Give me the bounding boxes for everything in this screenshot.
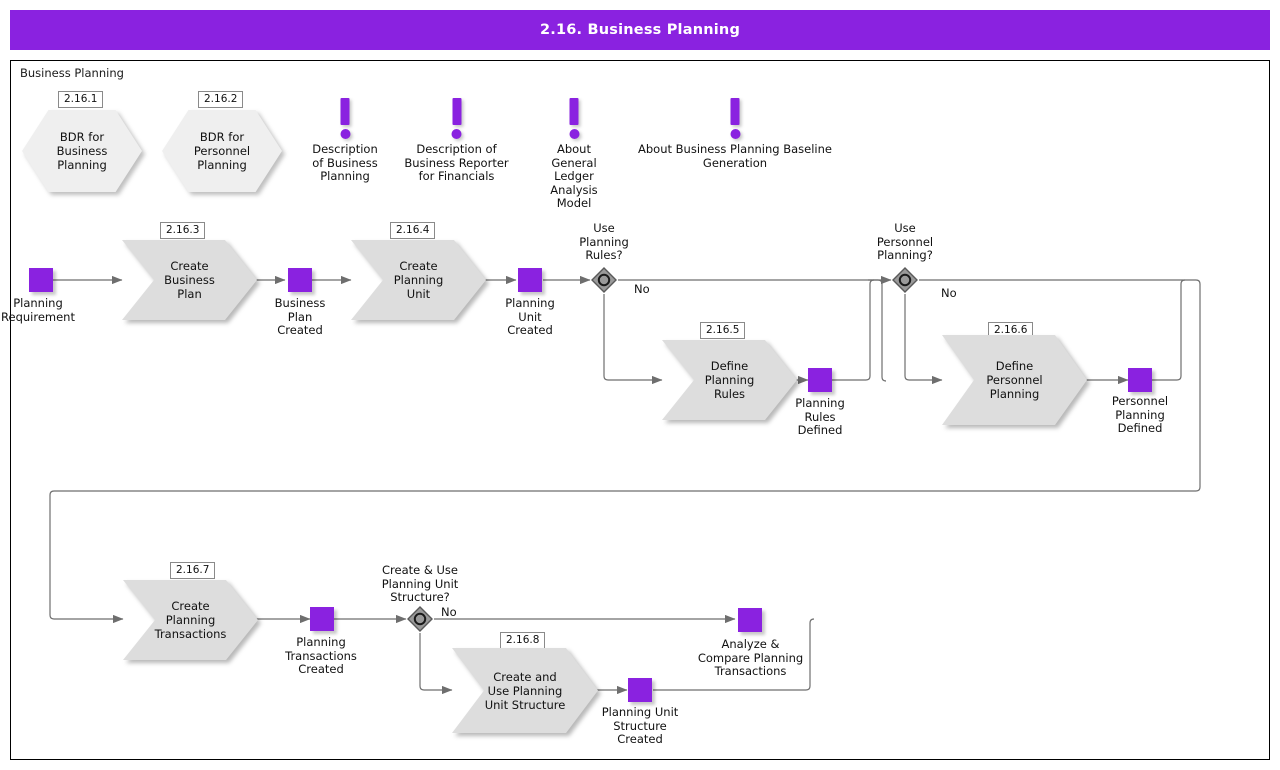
event-planning-unit-structure-created[interactable] [628, 678, 652, 702]
exclamation-icon [569, 98, 579, 139]
exclamation-dot [340, 129, 350, 139]
event-label-planning-transactions-created: Planning Transactions Created [285, 635, 357, 676]
annotation-label: Description of Business Reporter for Fin… [404, 142, 509, 183]
page-title-bar: 2.16. Business Planning [10, 10, 1270, 50]
event-planning-transactions-created[interactable] [310, 607, 334, 631]
gateway-use-planning-rules[interactable] [591, 267, 617, 293]
task-number-2-16-4: 2.16.4 [390, 222, 436, 239]
gateway-label-create-use-planning-unit-structure: Create & Use Planning Unit Structure? [381, 563, 459, 604]
gateway-use-personnel-planning[interactable] [892, 267, 918, 293]
task-number-2-16-8: 2.16.8 [500, 632, 546, 649]
task-create-planning-unit[interactable]: Create Planning Unit [351, 240, 486, 320]
exclamation-bar [452, 98, 461, 125]
bdr-personnel-planning-label: BDR for Personnel Planning [193, 130, 251, 172]
task-define-personnel-planning[interactable]: Define Personnel Planning [942, 335, 1087, 425]
page-title: 2.16. Business Planning [539, 22, 741, 38]
task-label: Create Planning Unit [393, 259, 444, 301]
exclamation-bar [569, 98, 579, 125]
bdr-business-planning-label: BDR for Business Planning [56, 130, 108, 172]
end-event-analyze-compare-planning-transactions[interactable] [738, 608, 762, 632]
task-label: Create Planning Transactions [154, 599, 227, 641]
hexagon-shape [162, 110, 282, 192]
gateway-label-use-planning-rules: Use Planning Rules? [579, 221, 629, 262]
pool-label: Business Planning [20, 66, 124, 80]
gateway-create-use-planning-unit-structure[interactable] [407, 606, 433, 632]
event-label-planning-rules-defined: Planning Rules Defined [795, 396, 845, 437]
annotation-label: About Business Planning Baseline Generat… [638, 142, 832, 170]
task-create-business-plan[interactable]: Create Business Plan [122, 240, 257, 320]
exclamation-bar [730, 98, 740, 125]
task-number-2-16-7: 2.16.7 [170, 562, 216, 579]
task-label: Define Planning Rules [704, 359, 755, 401]
gateway-label-use-personnel-planning: Use Personnel Planning? [876, 221, 934, 262]
task-define-planning-rules[interactable]: Define Planning Rules [662, 340, 797, 420]
event-label-business-plan-created: Business Plan Created [274, 296, 326, 337]
event-label-analyze-compare-planning-transactions: Analyze & Compare Planning Transactions [697, 637, 804, 678]
event-label-planning-unit-structure-created: Planning Unit Structure Created [601, 705, 679, 746]
exclamation-dot [451, 129, 462, 139]
task-create-planning-transactions[interactable]: Create Planning Transactions [123, 580, 258, 660]
hexagon-shape [22, 110, 142, 192]
event-planning-unit-created[interactable] [518, 268, 542, 292]
annotation-label: Description of Business Planning [312, 142, 378, 183]
task-label: Create and Use Planning Unit Structure [484, 669, 566, 712]
exclamation-dot [569, 129, 579, 139]
task-number-2-16-5: 2.16.5 [700, 322, 746, 339]
event-label-planning-unit-created: Planning Unit Created [505, 296, 555, 337]
exclamation-dot [730, 129, 740, 139]
gateway-branch-label-no-3: No [441, 605, 457, 619]
exclamation-icon [730, 98, 740, 139]
task-number-2-16-1: 2.16.1 [58, 91, 104, 108]
task-number-2-16-3: 2.16.3 [160, 222, 206, 239]
event-planning-rules-defined[interactable] [808, 368, 832, 392]
task-number-2-16-2: 2.16.2 [198, 91, 244, 108]
task-create-and-use-planning-unit-structure[interactable]: Create and Use Planning Unit Structure [452, 648, 598, 733]
exclamation-bar [340, 98, 350, 125]
annotation-label: About General Ledger Analysis Model [550, 142, 598, 210]
event-personnel-planning-defined[interactable] [1128, 368, 1152, 392]
event-business-plan-created[interactable] [288, 268, 312, 292]
gateway-branch-label-no-2: No [941, 286, 957, 300]
event-label-planning-requirement: Planning Requirement [1, 296, 75, 324]
exclamation-icon [451, 98, 462, 139]
start-event-planning-requirement[interactable] [29, 268, 53, 292]
bdr-personnel-planning-node[interactable]: BDR for Personnel Planning [162, 110, 282, 192]
bdr-business-planning-node[interactable]: BDR for Business Planning [22, 110, 142, 192]
gateway-branch-label-no-1: No [634, 282, 650, 296]
event-label-personnel-planning-defined: Personnel Planning Defined [1111, 394, 1169, 435]
exclamation-icon [340, 98, 350, 139]
task-label: Create Business Plan [164, 259, 215, 301]
task-label: Define Personnel Planning [986, 359, 1043, 401]
